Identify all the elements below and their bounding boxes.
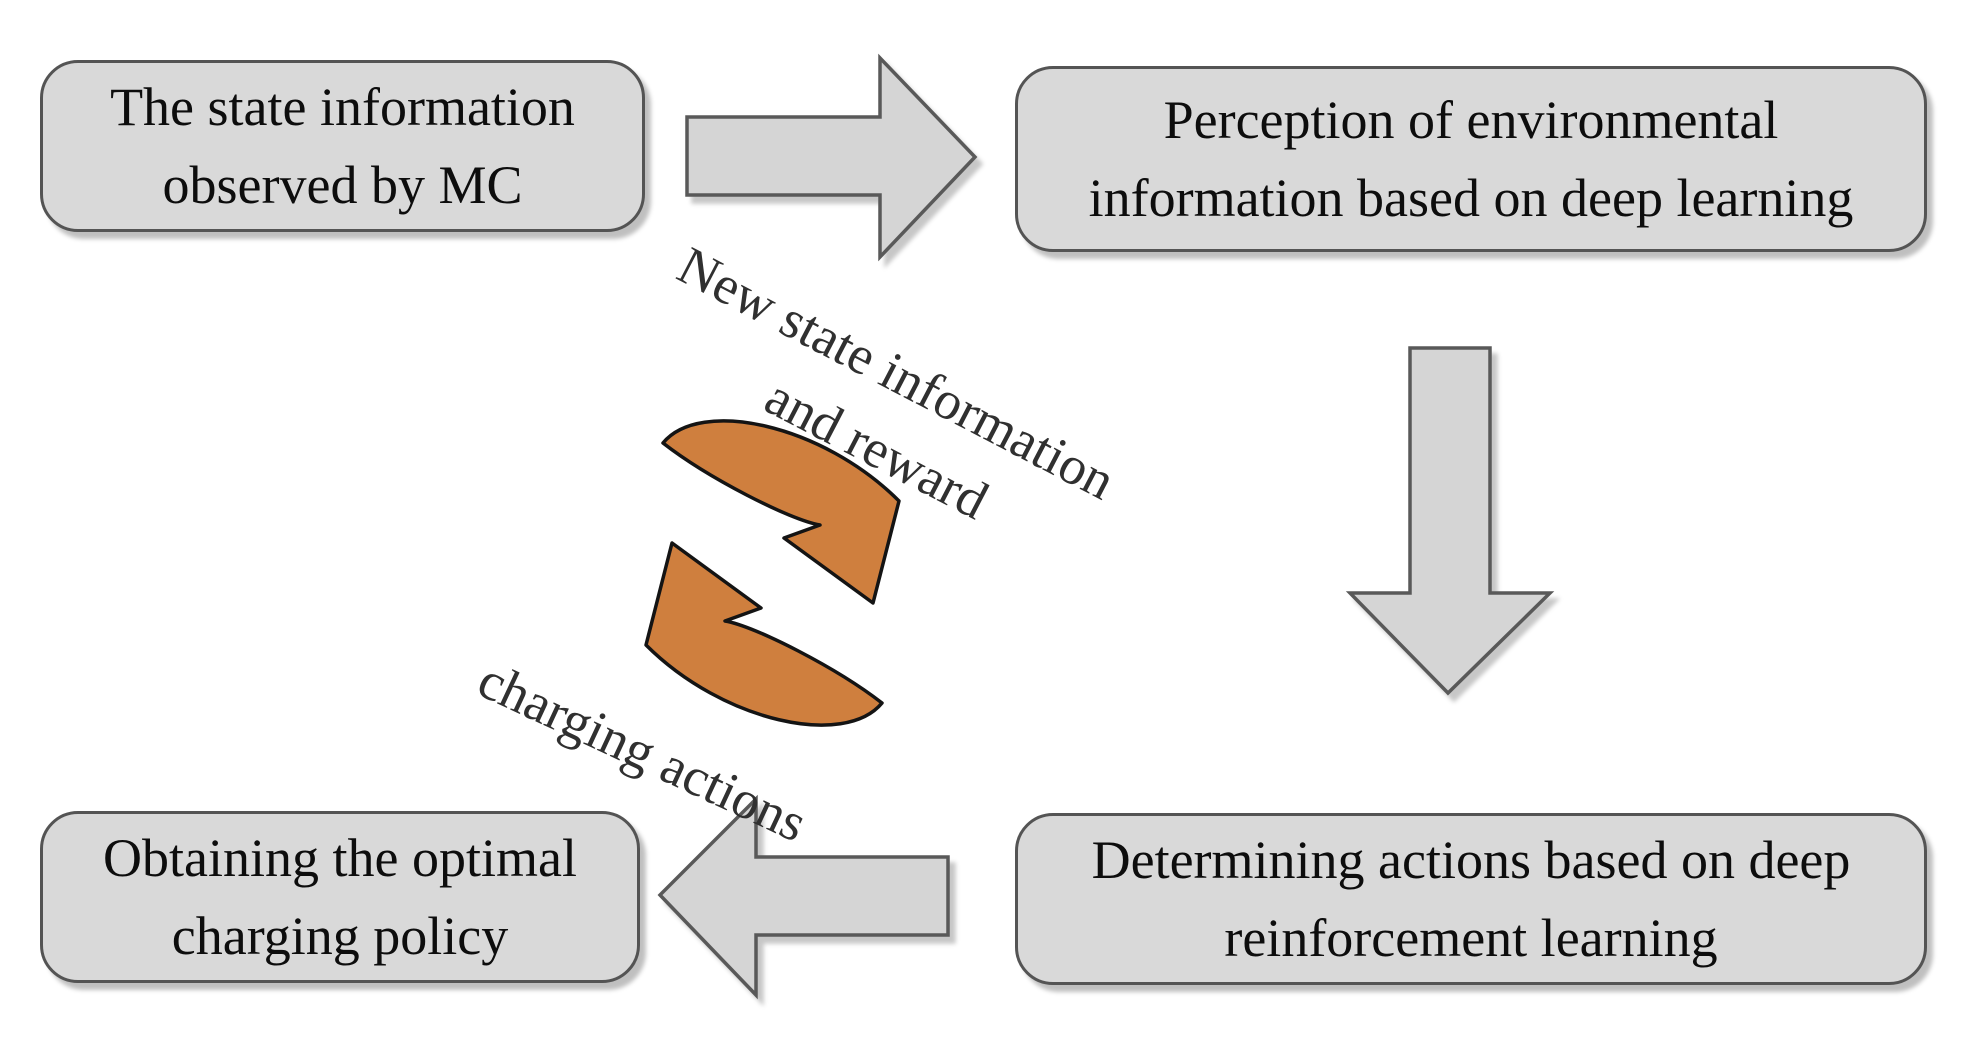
cycle-arrow-top-icon xyxy=(661,419,901,605)
flow-arrow-left-icon xyxy=(657,794,950,1000)
box-determining-actions-line2: reinforcement learning xyxy=(1224,908,1718,968)
box-perception-line1: Perception of environmental xyxy=(1163,90,1779,150)
box-optimal-policy-line1: Obtaining the optimal xyxy=(103,828,577,888)
box-optimal-policy: Obtaining the optimal charging policy xyxy=(40,811,640,983)
box-state-information: The state information observed by MC xyxy=(40,60,645,232)
box-perception-line2: information based on deep learning xyxy=(1088,168,1854,228)
cycle-arrows-icon xyxy=(644,419,901,727)
box-optimal-policy-line2: charging policy xyxy=(171,906,509,966)
flow-arrow-down-icon xyxy=(1345,346,1555,696)
box-determining-actions: Determining actions based on deep reinfo… xyxy=(1015,813,1927,985)
box-state-information-line1: The state information xyxy=(110,77,575,137)
cycle-arrow-bottom-icon xyxy=(644,541,884,727)
box-determining-actions-line1: Determining actions based on deep xyxy=(1091,830,1851,890)
box-state-information-line2: observed by MC xyxy=(162,155,523,215)
box-perception: Perception of environmental information … xyxy=(1015,66,1927,252)
flow-arrow-right-icon xyxy=(685,53,978,262)
